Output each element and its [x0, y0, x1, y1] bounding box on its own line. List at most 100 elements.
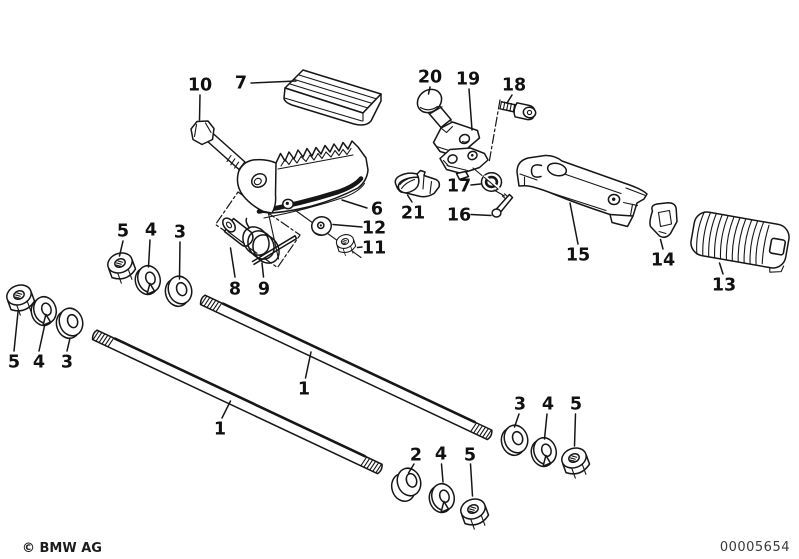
- part-11-hex-nut-small: [334, 231, 359, 258]
- callout-number: 4: [542, 395, 554, 415]
- callout-1-22: 1: [214, 400, 232, 440]
- callout-number: 1: [214, 420, 226, 440]
- callout-leader-line: [573, 413, 577, 447]
- callout-16-14: 16: [447, 206, 492, 226]
- callout-17-13: 17: [447, 177, 482, 197]
- callout-leader-line: [468, 88, 473, 131]
- part-12-washer: [310, 216, 333, 236]
- callout-number: 3: [174, 223, 186, 243]
- callout-5-19: 5: [8, 311, 20, 373]
- callout-3-21: 3: [61, 337, 73, 373]
- callout-3-24: 3: [513, 395, 526, 428]
- part-19-bracket: [432, 121, 489, 181]
- callout-number: 9: [258, 280, 270, 300]
- callout-number: 19: [456, 70, 480, 90]
- callout-leader-line: [147, 239, 151, 268]
- callout-number: 11: [362, 239, 386, 259]
- part-4-spring-washer-c: [526, 434, 561, 471]
- part-2-spacer-bushing: [386, 464, 427, 506]
- callout-4-25: 4: [542, 395, 554, 440]
- part-3-washer-a: [160, 272, 197, 311]
- callout-leader-line: [332, 223, 363, 228]
- part-9-spring: [242, 217, 298, 266]
- part-5-hex-nut-c: [558, 443, 594, 482]
- callout-number: 16: [447, 206, 471, 226]
- callout-5-29: 5: [464, 446, 476, 497]
- callout-number: 8: [229, 280, 241, 300]
- part-5-hex-nut-d: [457, 494, 493, 533]
- callout-number: 3: [61, 353, 73, 373]
- callout-leader-line: [506, 94, 513, 104]
- callout-1-23: 1: [298, 351, 312, 400]
- callout-number: 5: [117, 222, 129, 242]
- doc-number: 00005654: [720, 540, 790, 555]
- callout-leader-line: [440, 463, 444, 483]
- callout-leader-line: [569, 202, 579, 245]
- part-6-pedal: [236, 140, 369, 219]
- copyright-text: © BMW AG: [22, 541, 102, 556]
- callout-number: 4: [145, 221, 157, 241]
- callout-number: 20: [418, 68, 442, 88]
- part-1-rod-upper: [199, 294, 493, 441]
- callout-leader-line: [178, 241, 181, 280]
- callout-14-17: 14: [651, 238, 675, 271]
- callout-leader-line: [427, 86, 431, 95]
- callout-number: 1: [298, 380, 310, 400]
- callout-11-10: 11: [356, 239, 386, 259]
- callout-leader-line: [407, 463, 415, 474]
- callout-20-2: 20: [418, 68, 442, 95]
- callout-number: 4: [435, 445, 447, 465]
- callout-leader-line: [470, 213, 492, 217]
- callout-number: 10: [188, 76, 212, 96]
- callout-19-3: 19: [456, 70, 480, 131]
- callout-10-0: 10: [188, 76, 212, 121]
- callout-leader-line: [718, 262, 724, 275]
- part-4-spring-washer-d: [424, 480, 459, 517]
- callout-2-27: 2: [407, 446, 422, 474]
- callout-number: 12: [362, 219, 386, 239]
- callout-4-6: 4: [145, 221, 157, 268]
- callout-6-8: 6: [341, 199, 383, 220]
- callout-number: 18: [502, 76, 526, 96]
- callout-3-7: 3: [174, 223, 186, 280]
- callout-13-18: 13: [712, 262, 736, 296]
- callout-number: 15: [566, 246, 590, 266]
- callout-leader-line: [198, 94, 201, 121]
- callout-leader-line: [13, 311, 19, 352]
- callout-leader-line: [304, 351, 312, 379]
- callout-12-9: 12: [332, 219, 386, 239]
- callout-number: 3: [514, 395, 526, 415]
- callout-4-28: 4: [435, 445, 447, 483]
- part-7-rubber-pad: [283, 69, 382, 126]
- part-5-hex-nut-a: [104, 248, 140, 287]
- callout-leader-line: [341, 199, 368, 209]
- part-18-screw: [488, 99, 537, 164]
- callout-5-5: 5: [117, 222, 129, 257]
- callout-leader-line: [356, 246, 363, 249]
- callout-number: 4: [33, 353, 45, 373]
- callout-number: 14: [651, 251, 675, 271]
- callout-leader-line: [261, 262, 265, 278]
- callout-leader-line: [66, 337, 71, 352]
- callout-number: 5: [8, 353, 20, 373]
- part-3-washer-b: [51, 304, 88, 343]
- callout-number: 5: [570, 395, 582, 415]
- callout-21-15: 21: [401, 194, 425, 224]
- callout-leader-line: [513, 413, 520, 428]
- callout-4-20: 4: [33, 325, 46, 373]
- callout-9-12: 9: [258, 262, 270, 300]
- callout-leader-line: [118, 240, 124, 257]
- callout-number: 7: [235, 74, 247, 94]
- callout-leader-line: [543, 413, 548, 440]
- callout-5-26: 5: [570, 395, 582, 447]
- part-14-cap: [649, 202, 678, 239]
- callout-15-16: 15: [566, 202, 590, 266]
- part-13-footrest-rubber: [690, 211, 790, 273]
- part-21-stop-rubber: [394, 169, 441, 198]
- callout-leader-line: [38, 325, 46, 352]
- callout-7-1: 7: [235, 74, 297, 94]
- callout-number: 13: [712, 276, 736, 296]
- part-4-spring-washer-a: [130, 262, 165, 299]
